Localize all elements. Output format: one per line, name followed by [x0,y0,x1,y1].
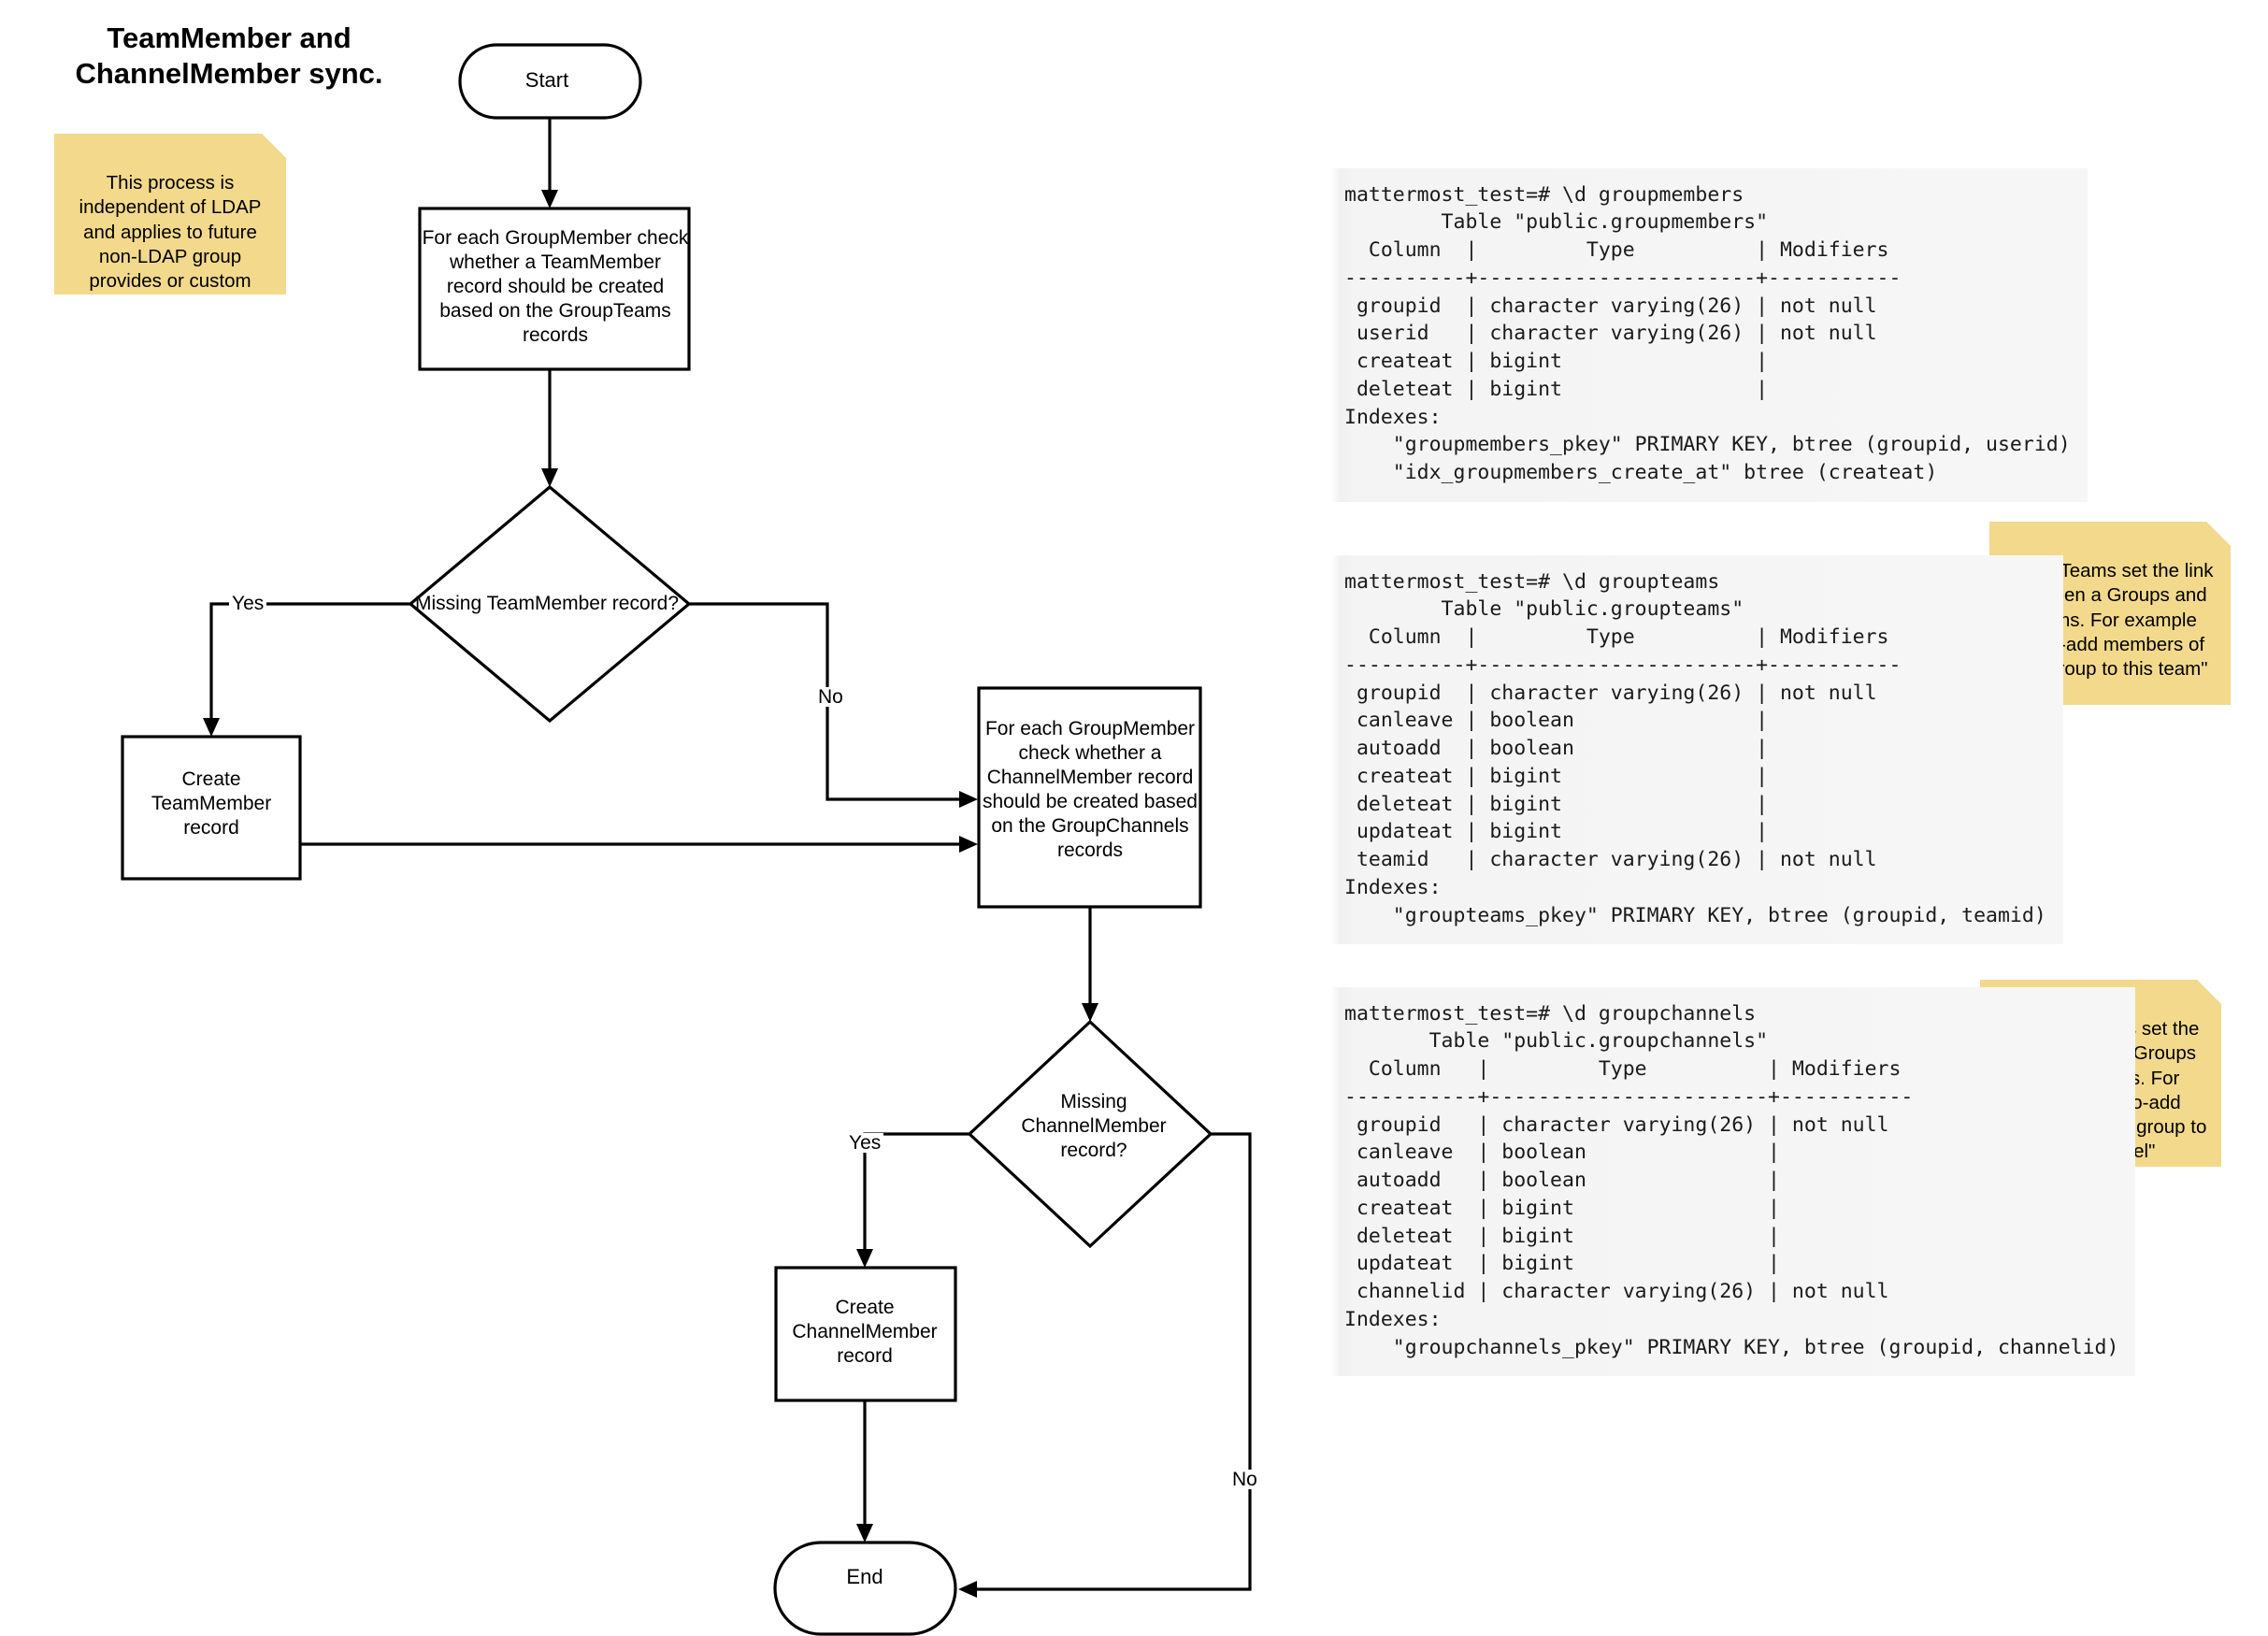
psql-output-groupmembers: mattermost_test=# \d groupmembers Table … [1331,167,2088,502]
node-start-shape [458,43,642,120]
folded-corner-icon [2197,980,2221,1004]
arrow-head-decision2-no [958,1581,977,1598]
node-create-teammember-shape [121,735,302,881]
edge-label-decision1-yes: Yes [229,594,267,613]
node-decision-missing-teammember-shape [408,484,692,724]
psql-output-groupchannels: mattermost_test=# \d groupchannels Table… [1331,986,2136,1377]
edge-label-decision1-no: No [815,687,846,707]
arrow-head-process1-decision1 [541,468,558,487]
node-create-channelmember-shape [774,1266,957,1402]
node-decision-missing-channelmember-shape [967,1019,1213,1249]
flowchart-canvas [121,43,1252,1636]
node-process-teammember-check-shape [418,207,691,371]
arrow-head-decision1-yes [203,718,220,737]
node-end-shape [773,1541,957,1636]
arrow-head-decision1-no [959,791,978,808]
folded-corner-icon [2206,522,2231,546]
sticky-note-ldap: This process is independent of LDAP and … [54,134,286,294]
arrow-head-process2-decision2 [1082,1003,1098,1022]
arrow-head-createcm-end [856,1524,873,1543]
edge-label-decision2-no: No [1229,1470,1260,1489]
page-title: TeamMember and ChannelMember sync. [75,22,383,90]
arrow-head-decision2-yes [856,1249,873,1268]
arrow-head-start-process1 [541,190,558,208]
node-process-channelmember-check-shape [977,686,1202,909]
psql-output-groupteams: mattermost_test=# \d groupteams Table "p… [1331,554,2063,945]
edge-decision1-yes [209,602,410,722]
edge-label-decision2-yes: Yes [846,1133,884,1153]
arrow-head-createtm-process2 [959,836,978,853]
edge-decision2-no [973,1132,1252,1591]
